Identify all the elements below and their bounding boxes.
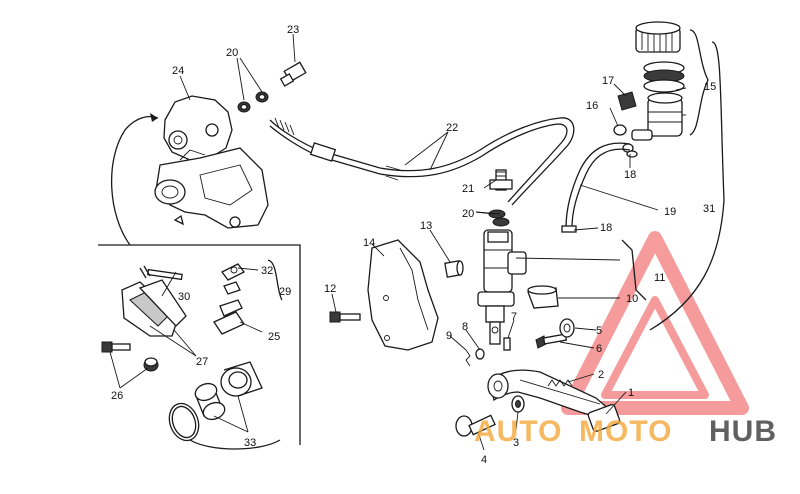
bracket-31 [649, 41, 725, 331]
callout-15: 15 [704, 81, 716, 93]
watermark-auto: AUTO [474, 415, 562, 448]
bracket-29 [267, 259, 283, 301]
callout-5: 5 [596, 325, 602, 337]
inset-frame [98, 244, 301, 445]
callout-8: 8 [462, 321, 468, 333]
piston-seals-33 [168, 361, 263, 442]
reservoir-body-15 [631, 92, 683, 141]
callout-13: 13 [420, 220, 432, 232]
watermark-moto: MOTO [579, 415, 672, 448]
callout-18a: 18 [624, 169, 636, 181]
callout-31: 31 [703, 203, 715, 215]
washers-20 [237, 91, 269, 113]
pedal-spring-2 [547, 379, 573, 387]
washer-8 [475, 348, 485, 360]
callout-11: 11 [654, 272, 665, 284]
bracket-11 [621, 239, 647, 301]
callout-21: 21 [462, 183, 474, 195]
callout-30: 30 [178, 291, 190, 303]
reservoir-hose-19 [561, 142, 631, 233]
bracket-33 [189, 439, 281, 450]
clip-17 [617, 91, 637, 111]
callout-20b: 20 [462, 208, 474, 220]
callout-33: 33 [244, 437, 256, 449]
pad-spring-25 [213, 299, 245, 335]
brake-hose-22 [269, 117, 575, 206]
reservoir-cap [635, 21, 681, 53]
bolt-26a [101, 341, 131, 353]
spring-9 [465, 349, 471, 367]
callout-27: 27 [196, 356, 208, 368]
banjo-fitting-21 [489, 169, 513, 191]
heat-shield-14 [367, 239, 439, 351]
callout-26: 26 [111, 390, 123, 402]
callout-29: 29 [279, 286, 291, 298]
callout-18b: 18 [600, 222, 612, 234]
callout-10: 10 [626, 293, 638, 305]
brake-pedal [487, 369, 621, 432]
callout-32: 32 [261, 265, 273, 277]
bush-3 [511, 395, 525, 413]
leader-lines [109, 33, 687, 451]
callout-6: 6 [596, 343, 602, 355]
callout-7: 7 [511, 311, 517, 323]
bolt-6 [535, 333, 568, 349]
brake-pads [121, 279, 187, 337]
reservoir-diaphragm [643, 61, 685, 93]
callout-2: 2 [598, 369, 604, 381]
banjo-bolt-23 [279, 61, 307, 87]
pedal-bolt-4 [455, 414, 496, 437]
callout-19: 19 [664, 206, 676, 218]
callout-14: 14 [363, 237, 375, 249]
callout-25: 25 [268, 331, 280, 343]
brake-caliper [154, 95, 269, 229]
callout-16: 16 [586, 100, 598, 112]
callout-22: 22 [446, 122, 458, 134]
bush-13 [444, 260, 464, 278]
watermark-logo: AUTO MOTO HUB [474, 415, 777, 448]
nut-16 [613, 124, 627, 136]
bracket-15 [689, 29, 709, 136]
boot-10 [527, 285, 559, 309]
caliper-pointer-arc [111, 115, 159, 246]
callout-12: 12 [324, 283, 336, 295]
callout-17: 17 [602, 75, 614, 87]
callout-23: 23 [287, 24, 299, 36]
callout-4: 4 [481, 454, 487, 466]
master-cylinder [477, 209, 527, 345]
pin-7 [503, 337, 511, 351]
watermark-hub: HUB [709, 415, 777, 448]
watermark-triangle [561, 231, 749, 415]
callout-1: 1 [628, 387, 634, 399]
callout-20a: 20 [226, 47, 238, 59]
bolt-12 [329, 311, 361, 323]
nut-5 [559, 318, 575, 338]
callout-24: 24 [172, 65, 184, 77]
callout-labels: 1 2 3 4 5 6 7 8 9 10 11 12 13 14 15 16 1… [111, 24, 716, 466]
callout-9: 9 [446, 330, 452, 342]
callout-3: 3 [513, 437, 519, 449]
